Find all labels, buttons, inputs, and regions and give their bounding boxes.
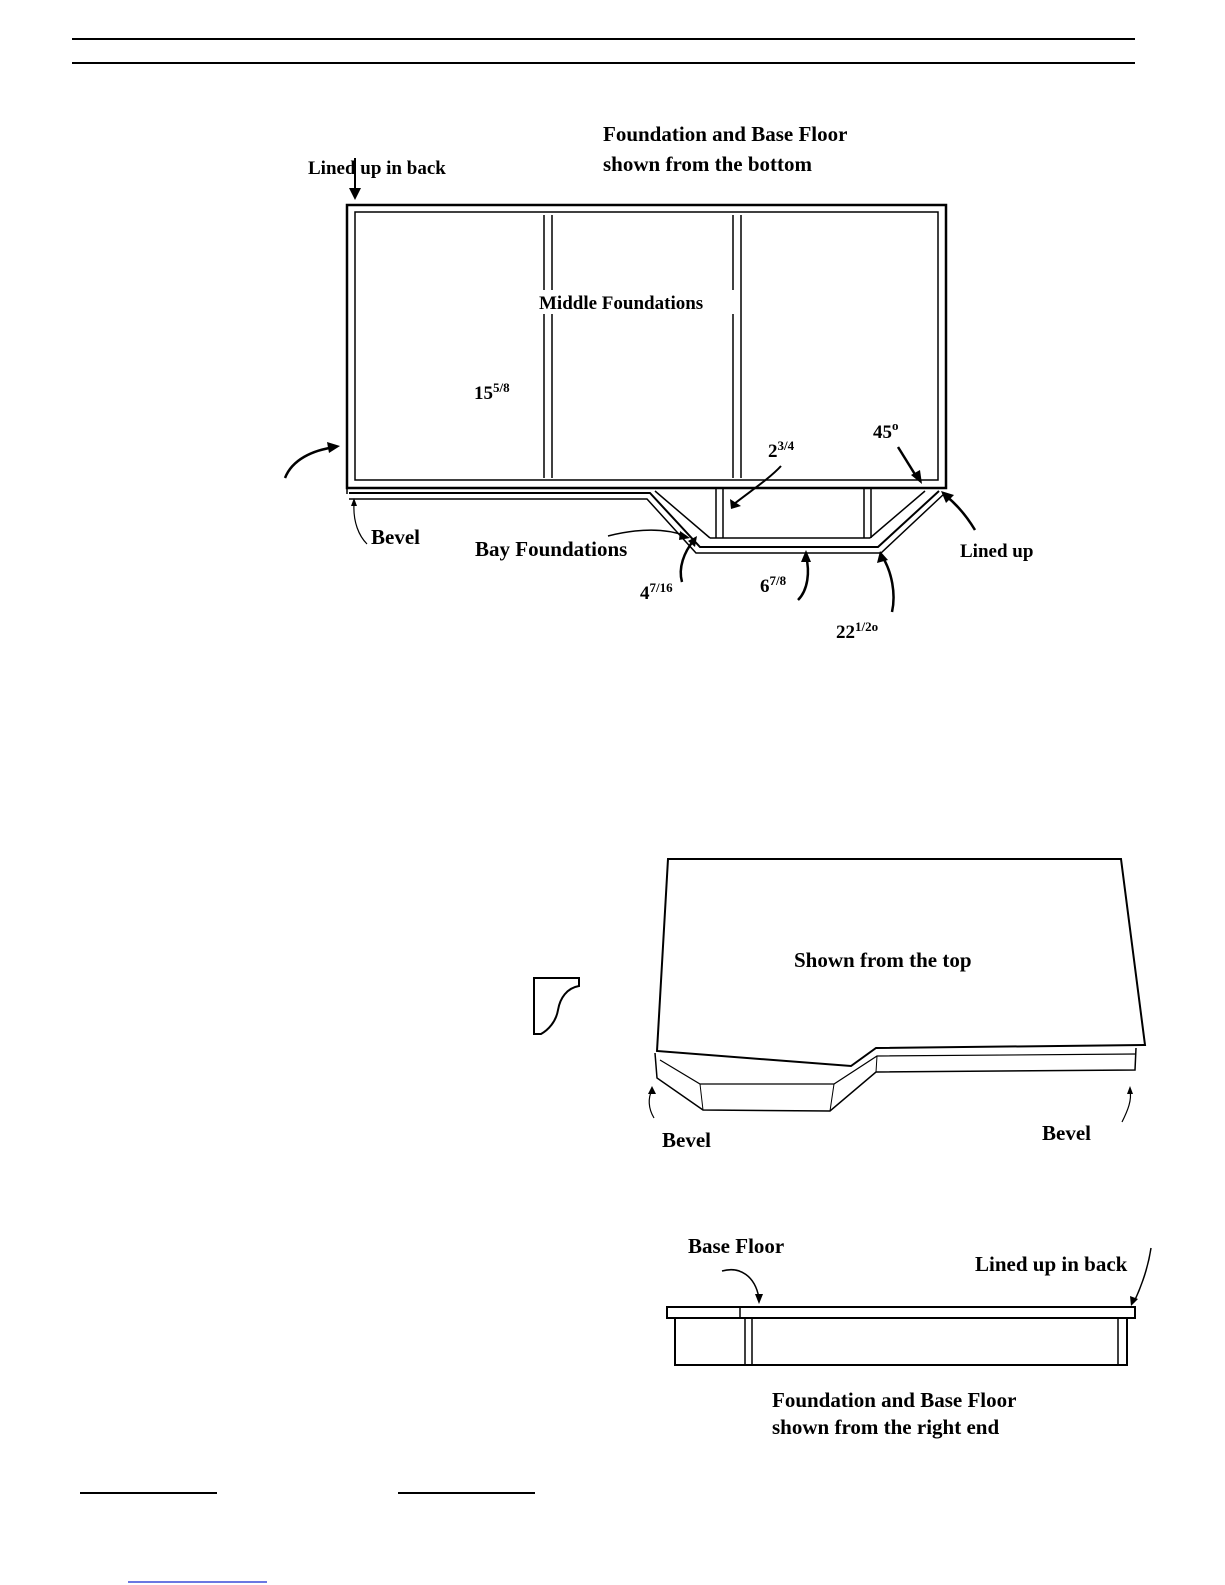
left-side-arrow (285, 442, 340, 478)
footer-blank-lines (80, 1493, 535, 1582)
dim-4-7-16-label: 47/16 (640, 580, 673, 604)
bottom-view-title-line1: Foundation and Base Floor (603, 122, 847, 146)
end-view-floor-slab (667, 1307, 1135, 1318)
base-floor-label: Base Floor (688, 1234, 784, 1258)
dim-2-3-4-label: 23/4 (768, 438, 795, 462)
top-view-diagram: Shown from the top Bevel Bevel (534, 859, 1145, 1152)
middle-foundations-label: Middle Foundations (539, 293, 703, 314)
end-view-foundation (675, 1318, 1127, 1365)
front-bevel-face (655, 1048, 1136, 1111)
base-floor-arrow (722, 1270, 763, 1304)
bevel-top-right-arrow (1122, 1086, 1133, 1122)
dim-6-7-8-arrow (798, 550, 811, 600)
end-view-caption-line2: shown from the right end (772, 1415, 999, 1439)
bottom-view-diagram: Foundation and Base Floor shown from the… (285, 122, 1033, 643)
bevel-profile-icon (534, 978, 579, 1034)
dim-6-7-8-label: 67/8 (760, 573, 787, 597)
base-floor-frame (347, 205, 946, 494)
middle-foundations (544, 215, 741, 478)
lined-up-label: Lined up (960, 541, 1033, 562)
bevel-top-right-label: Bevel (1042, 1121, 1091, 1145)
shown-from-top-label: Shown from the top (794, 948, 972, 972)
bottom-view-title-line2: shown from the bottom (603, 152, 813, 176)
lined-up-in-back-end-label: Lined up in back (975, 1252, 1128, 1276)
lined-up-in-back-end-arrow (1130, 1248, 1151, 1306)
end-view-caption-line1: Foundation and Base Floor (772, 1388, 1016, 1412)
angle-22-arrow (877, 551, 894, 612)
bevel-top-left-label: Bevel (662, 1128, 711, 1152)
angle-45-label: 45o (873, 418, 899, 443)
dim-4-7-16-arrow (681, 536, 697, 582)
angle-45-arrow (898, 447, 922, 484)
end-view-diagram: Base Floor Lined up in back Foundation a… (667, 1234, 1151, 1439)
bay-foundations (349, 488, 945, 553)
bay-foundations-label: Bay Foundations (475, 537, 627, 561)
lined-up-in-back-label: Lined up in back (308, 158, 446, 179)
lined-up-arrow (941, 491, 975, 530)
bevel-left-arrow (351, 498, 367, 544)
dim-15-5-8-label: 155/8 (474, 380, 510, 404)
header-rules (72, 39, 1135, 63)
bevel-label-bottom: Bevel (371, 525, 420, 549)
bevel-top-left-arrow (648, 1086, 656, 1118)
angle-22-1-2-label: 221/2o (836, 619, 878, 643)
